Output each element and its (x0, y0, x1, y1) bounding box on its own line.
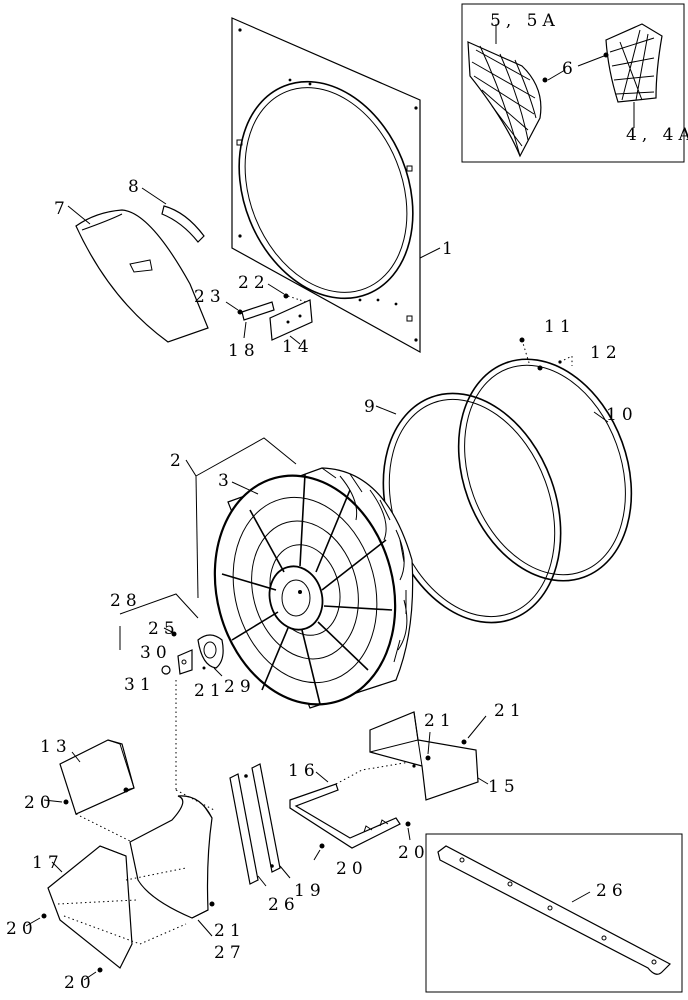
leader-lines (25, 799, 411, 981)
part-30-plate (177, 649, 193, 675)
callout-20-bottom: 20 (64, 973, 96, 993)
part-20-bolt (405, 821, 411, 827)
callout-23: 23 (194, 287, 226, 307)
callout-20-bracket-right: 20 (398, 843, 430, 863)
part-7-shield (67, 205, 209, 343)
part-26-strap (437, 845, 671, 975)
callout-7: 7 (54, 199, 70, 219)
callout-labels: 5, 5A 6 4, 4A 1 8 7 22 23 18 14 11 12 9 … (6, 11, 688, 993)
callout-29: 29 (224, 677, 256, 697)
callout-22: 22 (238, 273, 270, 293)
inset-screen-segments (461, 3, 685, 163)
brackets-14-18 (225, 283, 313, 345)
callout-20-panel: 20 (6, 919, 38, 939)
callout-9: 9 (364, 397, 380, 417)
inset-part-26 (425, 833, 683, 993)
callout-11: 11 (544, 317, 576, 337)
callout-31: 31 (124, 675, 156, 695)
callout-5-5a: 5, 5A (490, 11, 560, 31)
part-20-bolt (41, 913, 47, 919)
callout-1: 1 (442, 239, 458, 259)
callout-20-left: 20 (24, 793, 56, 813)
callout-12: 12 (590, 343, 622, 363)
callout-2: 2 (170, 451, 186, 471)
callout-18: 18 (228, 341, 260, 361)
callout-17: 17 (32, 853, 64, 873)
callout-26: 26 (268, 895, 300, 915)
part-12-washer (558, 360, 562, 364)
part-29-hub (197, 634, 224, 669)
callout-30: 30 (140, 643, 172, 663)
part-18-plate (241, 301, 275, 321)
part-22-bolt (283, 293, 289, 299)
callout-14: 14 (282, 337, 314, 357)
callout-6: 6 (562, 59, 578, 79)
part-19-rails (229, 763, 291, 887)
callout-27: 27 (214, 943, 246, 963)
part-10-shroud-ring (457, 337, 633, 582)
callout-13: 13 (40, 737, 72, 757)
callout-2-bracket (185, 437, 297, 599)
callout-28: 28 (110, 591, 142, 611)
part-15-cover (369, 711, 489, 801)
callout-25: 25 (148, 619, 180, 639)
part-14-bracket (269, 299, 313, 341)
callout-16: 16 (288, 761, 320, 781)
callout-21-deflector: 21 (214, 921, 246, 941)
callout-10: 10 (606, 405, 638, 425)
inset-frame (461, 3, 685, 163)
part-27-deflector (129, 789, 215, 937)
part-4-screen-segment (605, 23, 663, 103)
part-6-fastener (603, 52, 609, 58)
part-17-panel (41, 845, 187, 973)
part-20-bolt (319, 843, 325, 849)
part-21-bolt (461, 739, 467, 745)
part-25-bolt (171, 631, 177, 637)
part-16-bracket (289, 761, 411, 849)
part-31-nut (161, 665, 171, 675)
part-3-fan-cage (213, 467, 414, 709)
callout-26-inset: 26 (596, 881, 628, 901)
part-5-screen-segment (467, 41, 542, 158)
callout-8: 8 (128, 177, 144, 197)
part-20-bolt (63, 799, 69, 805)
callout-19: 19 (294, 881, 326, 901)
part-23-bolt (237, 309, 243, 315)
callout-21-hub: 21 (194, 681, 226, 701)
part-21-bolt (425, 755, 431, 761)
part-8-arc-strip (141, 187, 205, 243)
part-1-fan-shroud-panel (231, 17, 441, 354)
part-21-bolt (209, 901, 215, 907)
part-6-fastener (542, 77, 548, 83)
callout-21-cover-right: 21 (494, 701, 526, 721)
callout-15: 15 (488, 777, 520, 797)
inset-frame (425, 833, 683, 993)
part-13-cover (59, 739, 135, 843)
callout-3: 3 (218, 471, 234, 491)
callout-4-4a: 4, 4A (626, 125, 688, 145)
callout-21-cover: 21 (424, 711, 456, 731)
callout-20-bracket: 20 (336, 859, 368, 879)
part-20-bolt (97, 967, 103, 973)
hub-assembly (119, 593, 224, 790)
